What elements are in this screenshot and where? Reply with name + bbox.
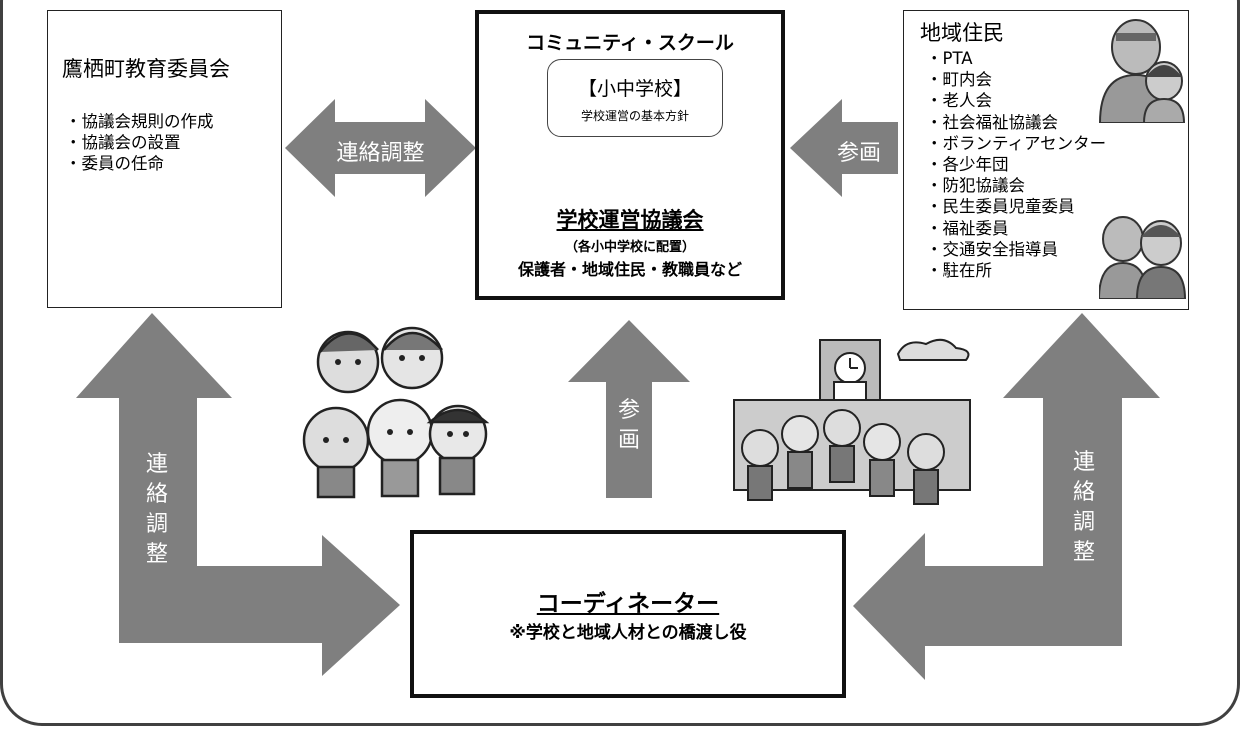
residents-list: ・PTA ・町内会 ・老人会 ・社会福祉協議会 ・ボランティアセンター ・各少年… bbox=[926, 48, 1106, 281]
school-building-illustration bbox=[733, 338, 971, 505]
elderly-couple-illustration bbox=[1099, 216, 1187, 299]
list-item: ・民生委員児童委員 bbox=[926, 197, 1075, 217]
list-item: ・防犯協議会 bbox=[926, 176, 1025, 196]
council-members: 保護者・地域住民・教職員など bbox=[517, 260, 742, 279]
liaison-left-arrow bbox=[76, 313, 400, 676]
liaison-double-arrow bbox=[285, 99, 476, 197]
education-board-title: 鷹栖町教育委員会 bbox=[62, 57, 230, 81]
coordinator-note: ※学校と地域人材との橋渡し役 bbox=[509, 623, 747, 643]
list-item: ・交通安全指導員 bbox=[926, 239, 1058, 259]
list-item: ・協議会の設置 bbox=[65, 133, 181, 153]
liaison-right-arrow bbox=[853, 313, 1160, 680]
council-note: （各小中学校に配置） bbox=[564, 240, 695, 255]
participation-arrow-right bbox=[790, 99, 898, 197]
community-school-box: コミュニティ・スクール 【小中学校】 学校運営の基本方針 承認 学校運営協議会 … bbox=[475, 10, 785, 300]
family-illustration bbox=[1098, 19, 1186, 123]
school-box: 【小中学校】 学校運営の基本方針 bbox=[547, 59, 723, 137]
residents-title: 地域住民 bbox=[920, 21, 1004, 45]
coordinator-box: コーディネーター ※学校と地域人材との橋渡し役 bbox=[410, 530, 846, 698]
list-item: ・各少年団 bbox=[926, 155, 1009, 175]
liaison-left-vertical-label: 連絡調整 bbox=[145, 452, 168, 567]
participation-arrow-center bbox=[568, 320, 690, 498]
liaison-right-vertical-label: 連絡調整 bbox=[1072, 450, 1095, 565]
participation-right-label: 参画 bbox=[836, 141, 881, 166]
list-item: ・社会福祉協議会 bbox=[926, 112, 1058, 132]
residents-box: 地域住民 ・PTA ・町内会 ・老人会 ・社会福祉協議会 ・ボランティアセンター… bbox=[903, 10, 1189, 310]
education-board-box: 鷹栖町教育委員会 ・協議会規則の作成 ・協議会の設置 ・委員の任命 bbox=[47, 10, 282, 308]
list-item: ・駐在所 bbox=[926, 261, 992, 281]
list-item: ・福祉委員 bbox=[926, 218, 1009, 238]
list-item: ・PTA bbox=[926, 49, 973, 68]
community-school-title: コミュニティ・スクール bbox=[526, 32, 734, 54]
liaison-horizontal-label: 連絡調整 bbox=[336, 141, 425, 166]
participation-center-label: 参画 bbox=[617, 398, 640, 453]
list-item: ・老人会 bbox=[926, 91, 992, 111]
approve-label: 承認 bbox=[610, 176, 652, 200]
council-title: 学校運営協議会 bbox=[556, 208, 704, 232]
education-board-list: ・協議会規則の作成 ・協議会の設置 ・委員の任命 bbox=[65, 111, 214, 175]
school-label: 【小中学校】 bbox=[577, 78, 692, 100]
list-item: ・町内会 bbox=[926, 70, 992, 90]
list-item: ・委員の任命 bbox=[65, 154, 164, 174]
list-item: ・協議会規則の作成 bbox=[65, 112, 214, 131]
school-sub: 学校運営の基本方針 bbox=[580, 109, 689, 123]
coordinator-title: コーディネーター bbox=[536, 591, 720, 617]
children-illustration bbox=[302, 326, 490, 499]
list-item: ・ボランティアセンター bbox=[926, 133, 1107, 153]
